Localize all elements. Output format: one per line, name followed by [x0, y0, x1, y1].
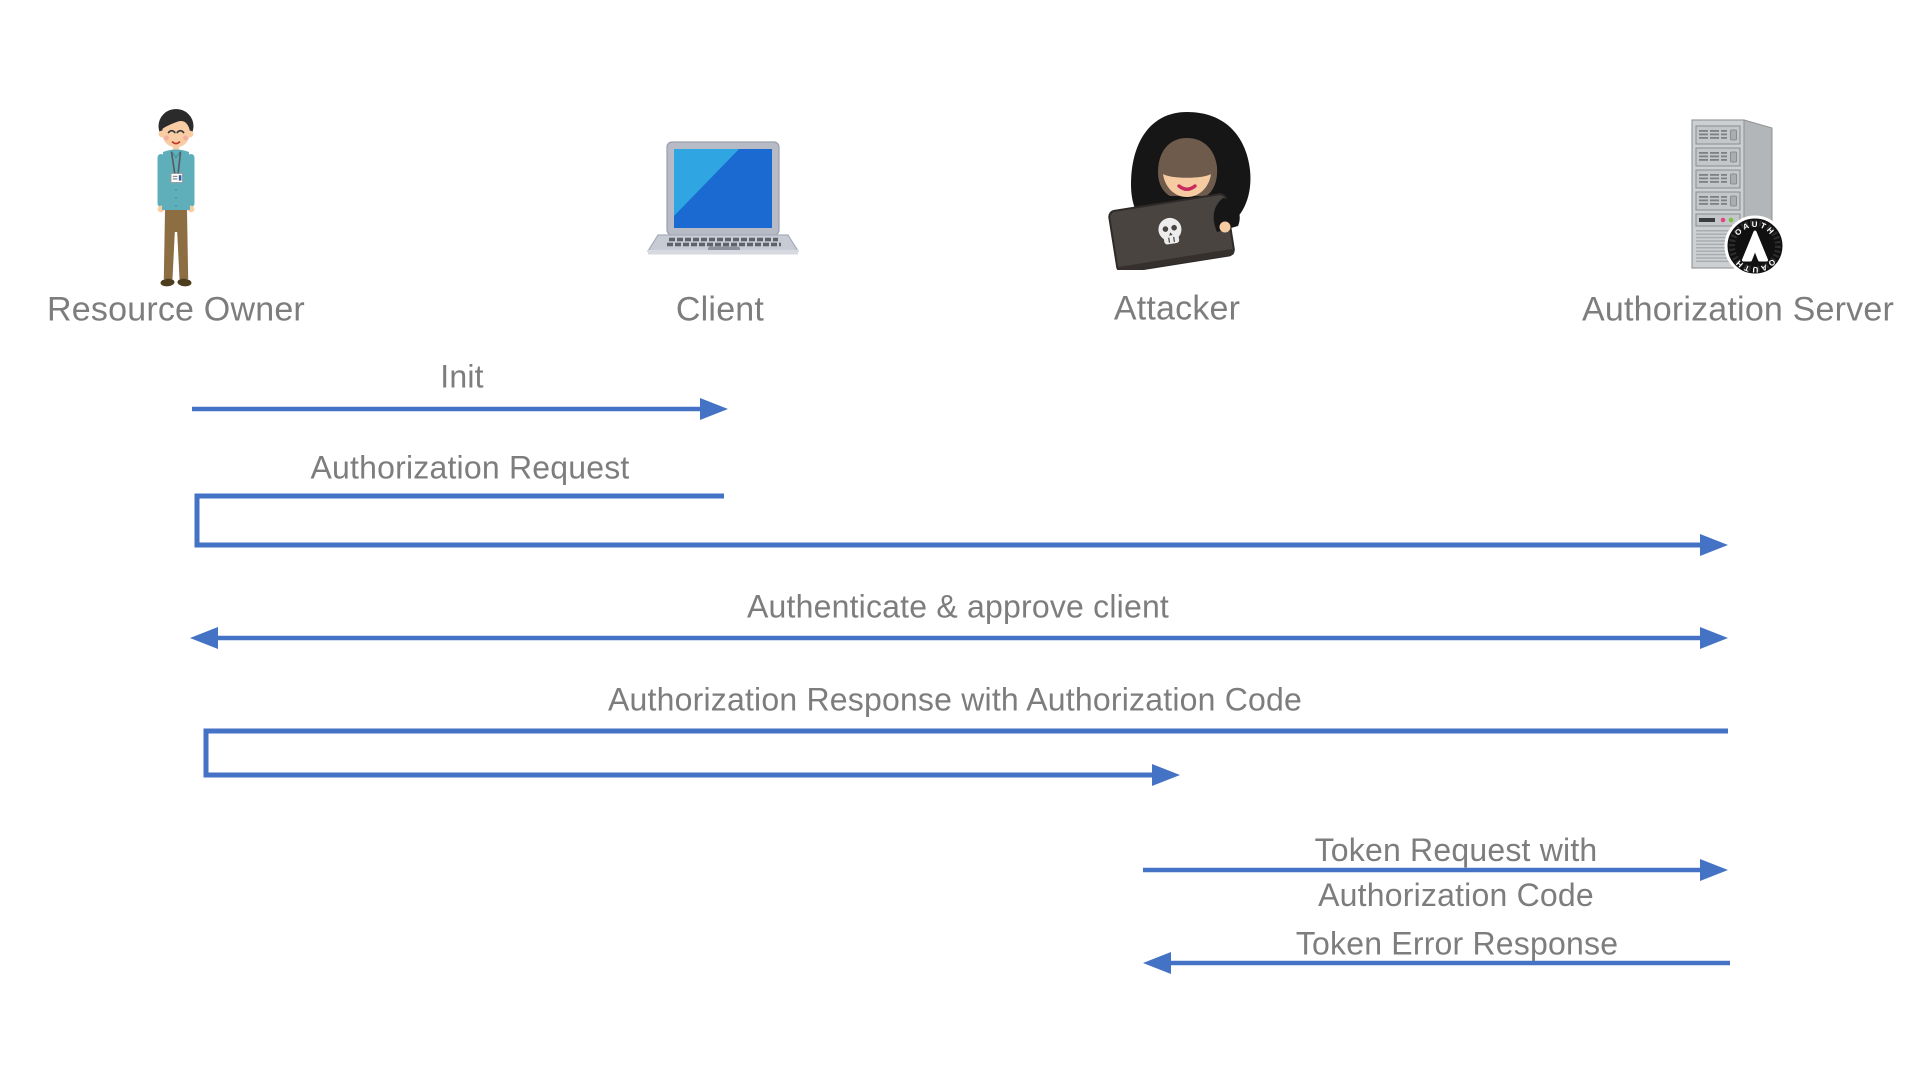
hacker-icon [1108, 112, 1251, 270]
message-label-authorization-response: Authorization Response with Authorizatio… [607, 681, 1303, 718]
init-arrow [192, 398, 728, 420]
actor-attacker: Attacker [1103, 106, 1271, 328]
actor-client: Client [642, 140, 800, 329]
person-icon [157, 109, 195, 287]
message-label-authorization-request: Authorization Request [310, 449, 630, 486]
actor-label-resource-owner: Resource Owner [47, 290, 305, 329]
message-label-authenticate-approve: Authenticate & approve client [746, 588, 1170, 625]
laptop-icon [646, 141, 800, 255]
token-error-response-arrow [1143, 952, 1730, 974]
actor-label-authorization-server: Authorization Server [1581, 290, 1895, 329]
actor-authorization-server: OAUTH OAUTH Authorization Server [1582, 116, 1894, 329]
actor-resource-owner: Resource Owner [47, 102, 305, 329]
oauth-badge-icon: OAUTH OAUTH [1724, 215, 1786, 277]
authorization-request-arrow [194, 493, 1728, 556]
message-label-init: Init [440, 358, 484, 395]
actor-label-attacker: Attacker [1113, 289, 1241, 328]
authorization-response-arrow [203, 728, 1728, 786]
authenticate-approve-arrow [190, 627, 1728, 649]
token-request-arrow [1143, 859, 1728, 881]
actor-label-client: Client [675, 290, 765, 329]
server-icon: OAUTH OAUTH [1691, 119, 1786, 277]
message-label-token-error-response: Token Error Response [1295, 925, 1619, 962]
message-label-token-request: Token Request with Authorization Code [1314, 832, 1598, 913]
